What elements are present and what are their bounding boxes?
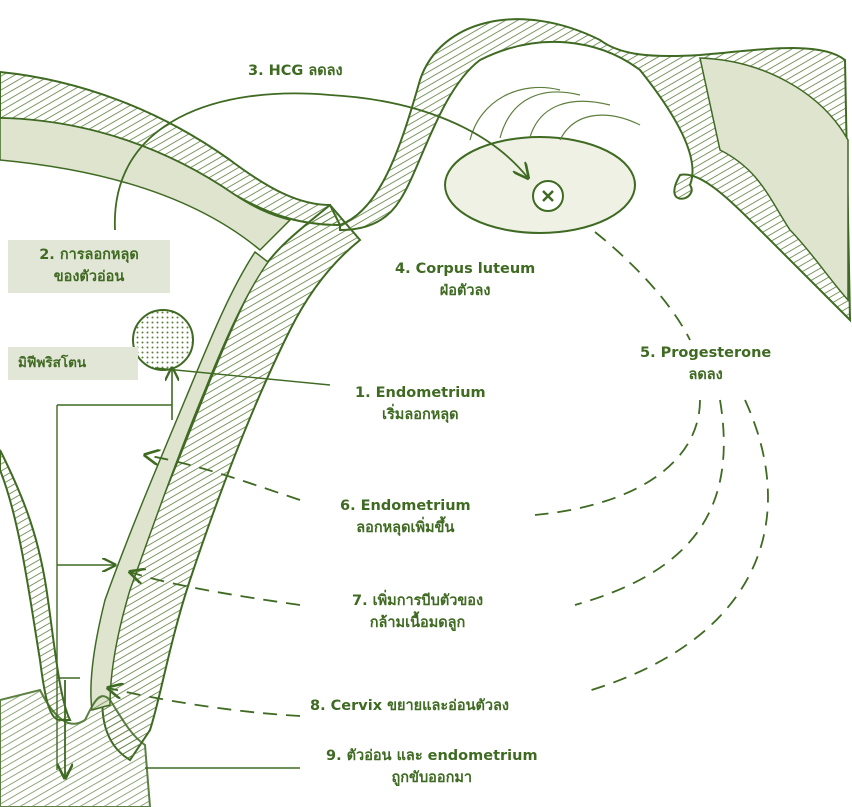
label-2-line2: ของตัวอ่อน [18,266,160,288]
label-6-line2: ลอกหลุดเพิ่มขึ้น [340,517,471,539]
label-2-line1: 2. การลอกหลุด [18,244,160,266]
label-progesterone: 5. Progesterone ลดลง [640,342,771,387]
label-1-line2: เริ่มลอกหลุด [355,404,486,426]
ovary-ligament-fan [470,87,640,140]
label-4-line2: ฝ่อตัวลง [395,280,535,302]
label-4-line1: 4. Corpus luteum [395,258,535,280]
label-9-line2: ถูกขับออกมา [326,767,538,789]
label-corpus-luteum: 4. Corpus luteum ฝ่อตัวลง [395,258,535,303]
label-8-line1: 8. Cervix ขยายและอ่อนตัวลง [310,695,509,717]
dashed-prog-7 [575,400,724,605]
dashed-corpus-to-progesterone [595,232,690,340]
label-cervix: 8. Cervix ขยายและอ่อนตัวลง [310,695,509,717]
label-1-line1: 1. Endometrium [355,382,486,404]
label-9-line1: 9. ตัวอ่อน และ endometrium [326,745,538,767]
label-hcg-line1: 3. HCG ลดลง [248,60,343,82]
label-6-line1: 6. Endometrium [340,495,471,517]
label-embryo-detach: 2. การลอกหลุด ของตัวอ่อน [8,240,170,293]
label-7-line1: 7. เพิ่มการบีบตัวของ [352,590,483,612]
embryo [133,310,193,370]
label-mifepristone-text: มิฟีพริสโตน [18,353,128,374]
dashed-prog-8 [585,400,768,692]
label-7-line2: กล้ามเนื้อมดลูก [352,612,483,634]
label-expulsion: 9. ตัวอ่อน และ endometrium ถูกขับออกมา [326,745,538,790]
label-5-line1: 5. Progesterone [640,342,771,364]
dashed-prog-6 [535,400,700,515]
label-mifepristone: มิฟีพริสโตน [8,347,138,380]
left-wall [0,450,70,720]
label-endometrium-increase: 6. Endometrium ลอกหลุดเพิ่มขึ้น [340,495,471,540]
label-hcg: 3. HCG ลดลง [248,60,343,82]
label-contraction: 7. เพิ่มการบีบตัวของ กล้ามเนื้อมดลูก [352,590,483,635]
label-5-line2: ลดลง [640,364,771,386]
label-endometrium-shedding: 1. Endometrium เริ่มลอกหลุด [355,382,486,427]
